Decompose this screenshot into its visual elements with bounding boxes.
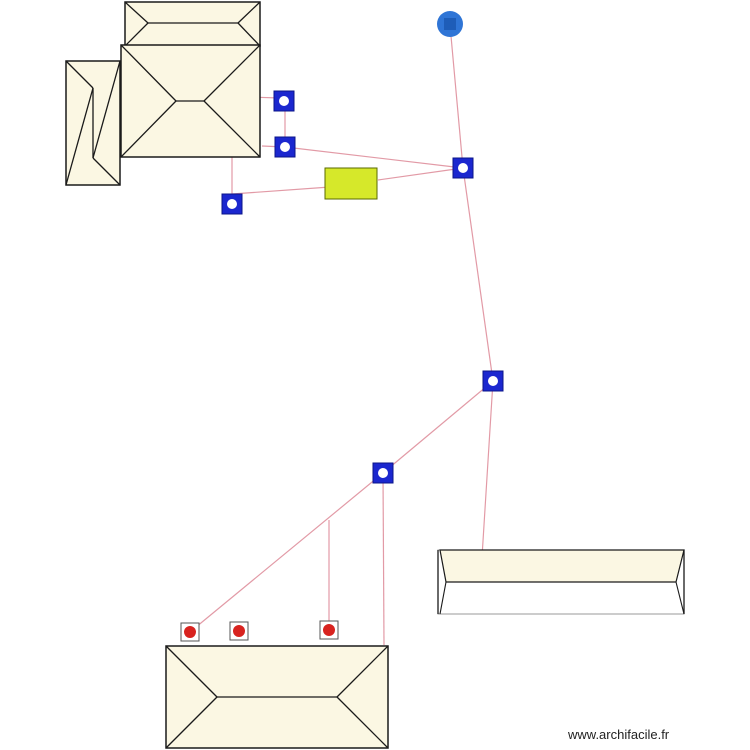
roof-right-shed bbox=[437, 549, 685, 615]
plan-symbols bbox=[180, 11, 504, 642]
roof-left-narrow bbox=[65, 60, 121, 186]
inspection-chamber-icon bbox=[372, 462, 394, 484]
inspection-chamber-icon bbox=[221, 193, 243, 215]
roof-bottom-building bbox=[165, 645, 389, 749]
pipe-segment bbox=[462, 167, 494, 382]
watermark-text: www.archifacile.fr bbox=[568, 727, 670, 742]
pipe-segment bbox=[284, 146, 464, 169]
septic-tank bbox=[324, 167, 378, 200]
inspection-chamber-icon bbox=[273, 90, 295, 112]
pipe-segment bbox=[382, 472, 385, 646]
pipe-segment bbox=[382, 380, 494, 474]
inspection-chamber-icon bbox=[274, 136, 296, 158]
drain-point-icon bbox=[319, 620, 339, 640]
pipe-segment bbox=[189, 472, 384, 633]
inspection-chamber-icon bbox=[452, 157, 474, 179]
outlet-icon bbox=[437, 11, 463, 37]
inspection-chamber-icon bbox=[482, 370, 504, 392]
drain-point-icon bbox=[180, 622, 200, 642]
pipe-segment bbox=[377, 167, 464, 181]
pipe-segment bbox=[481, 380, 494, 558]
pipe-segment bbox=[449, 24, 464, 169]
roof-top-small bbox=[124, 1, 261, 47]
pipe-segment bbox=[231, 186, 331, 195]
roof-main-house bbox=[120, 44, 261, 158]
drain-point-icon bbox=[229, 621, 249, 641]
roof-buildings bbox=[65, 1, 685, 749]
